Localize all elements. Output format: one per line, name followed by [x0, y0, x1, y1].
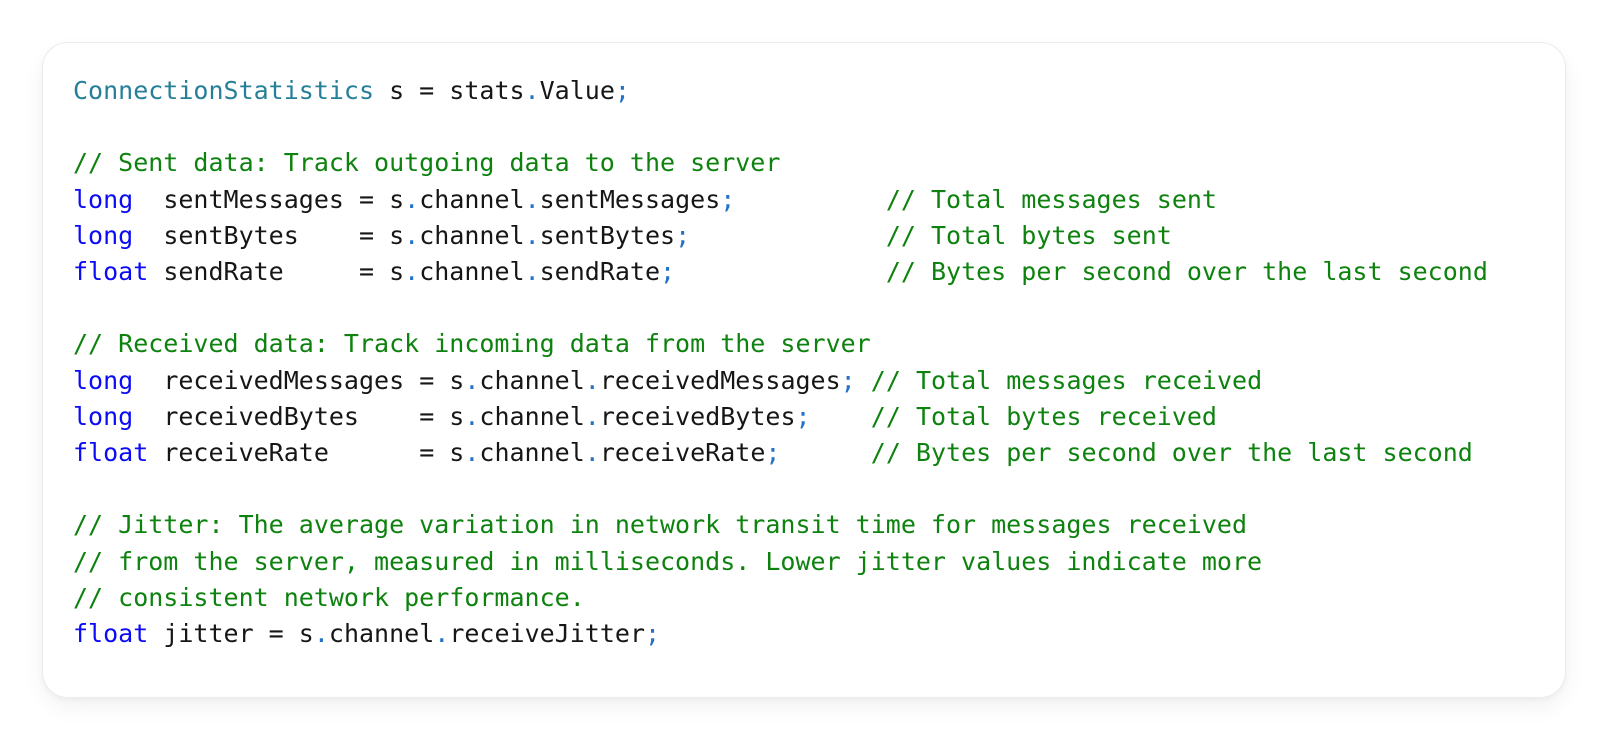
code-token: .: [524, 76, 540, 105]
code-token: float: [73, 257, 149, 287]
code-token: // consistent network performance.: [73, 582, 585, 612]
code-token: ;: [675, 220, 691, 250]
code-token: long: [73, 220, 134, 250]
code-line: [73, 471, 1535, 507]
code-token: ;: [840, 365, 856, 395]
code-token: .: [584, 365, 600, 395]
code-token: .: [584, 401, 600, 431]
code-token: float: [73, 438, 149, 468]
code-token: ;: [645, 619, 661, 649]
code-token: // Total bytes sent: [885, 220, 1172, 250]
code-block: ConnectionStatistics s = stats.Value; //…: [73, 73, 1535, 652]
code-token: [735, 185, 886, 214]
code-token: [780, 438, 870, 467]
code-token: // Bytes per second over the last second: [885, 257, 1488, 287]
code-token: channel: [419, 220, 525, 250]
code-token: receivedBytes: [599, 401, 796, 431]
code-token: sendRate: [539, 257, 661, 287]
code-token: .: [584, 438, 600, 468]
code-token: sendRate = s: [148, 257, 405, 287]
code-token: [690, 221, 886, 250]
code-token: long: [73, 365, 134, 395]
code-token: channel: [479, 438, 585, 468]
code-token: receiveRate = s: [148, 438, 465, 468]
code-token: [856, 366, 871, 395]
code-token: .: [313, 619, 329, 649]
code-token: .: [464, 401, 480, 431]
code-line: float jitter = s.channel.receiveJitter;: [73, 616, 1535, 652]
code-token: receiveRate: [599, 438, 766, 468]
code-token: // Received data: Track incoming data fr…: [73, 329, 871, 359]
code-token: receivedBytes = s: [133, 401, 465, 431]
code-line: [73, 109, 1535, 145]
code-token: .: [404, 220, 420, 250]
code-card: ConnectionStatistics s = stats.Value; //…: [42, 42, 1566, 698]
code-token: channel: [419, 257, 525, 287]
code-line: // Jitter: The average variation in netw…: [73, 507, 1535, 543]
code-token: s = stats: [374, 76, 525, 105]
code-token: [675, 257, 886, 286]
code-line: float sendRate = s.channel.sendRate; // …: [73, 254, 1535, 290]
code-line: // Sent data: Track outgoing data to the…: [73, 145, 1535, 181]
code-line: // Received data: Track incoming data fr…: [73, 326, 1535, 362]
code-token: ;: [660, 257, 676, 287]
code-line: long receivedMessages = s.channel.receiv…: [73, 363, 1535, 399]
code-token: .: [524, 184, 540, 214]
code-token: float: [73, 619, 149, 649]
code-token: // Bytes per second over the last second: [870, 438, 1473, 468]
code-line: float receiveRate = s.channel.receiveRat…: [73, 435, 1535, 471]
code-token: .: [464, 365, 480, 395]
code-token: // Total bytes received: [870, 401, 1217, 431]
code-line: long sentMessages = s.channel.sentMessag…: [73, 182, 1535, 218]
code-token: // Jitter: The average variation in netw…: [73, 510, 1247, 540]
code-token: long: [73, 184, 134, 214]
code-token: ConnectionStatistics: [73, 76, 375, 105]
code-token: sentBytes: [539, 220, 676, 250]
code-line: long receivedBytes = s.channel.receivedB…: [73, 399, 1535, 435]
code-token: ;: [765, 438, 781, 468]
code-token: channel: [328, 619, 435, 649]
code-line: long sentBytes = s.channel.sentBytes; //…: [73, 218, 1535, 254]
code-token: sentMessages: [539, 184, 721, 214]
code-token: channel: [479, 401, 585, 431]
code-token: receiveJitter: [449, 619, 645, 649]
code-token: Value: [539, 76, 615, 105]
code-token: receivedMessages: [599, 365, 841, 395]
code-token: .: [524, 257, 540, 287]
code-token: .: [404, 184, 420, 214]
code-token: // Total messages received: [870, 365, 1263, 395]
code-token: .: [464, 438, 480, 468]
code-token: // Total messages sent: [885, 184, 1217, 214]
code-token: .: [434, 619, 450, 649]
code-line: // from the server, measured in millisec…: [73, 544, 1535, 580]
code-token: .: [524, 220, 540, 250]
code-token: sentBytes = s: [133, 220, 405, 250]
code-token: sentMessages = s: [133, 184, 405, 214]
code-line: // consistent network performance.: [73, 580, 1535, 616]
code-line: ConnectionStatistics s = stats.Value;: [73, 73, 1535, 109]
code-token: channel: [479, 365, 585, 395]
code-token: [811, 402, 871, 431]
code-token: receivedMessages = s: [133, 365, 465, 395]
code-token: // Sent data: Track outgoing data to the…: [73, 148, 781, 178]
code-token: long: [73, 401, 134, 431]
code-token: // from the server, measured in millisec…: [73, 546, 1263, 576]
code-token: ;: [614, 76, 630, 105]
code-token: jitter = s: [148, 619, 314, 649]
code-token: ;: [795, 401, 811, 431]
code-line: [73, 290, 1535, 326]
code-token: channel: [419, 184, 525, 214]
code-token: ;: [720, 184, 736, 214]
code-token: .: [404, 257, 420, 287]
